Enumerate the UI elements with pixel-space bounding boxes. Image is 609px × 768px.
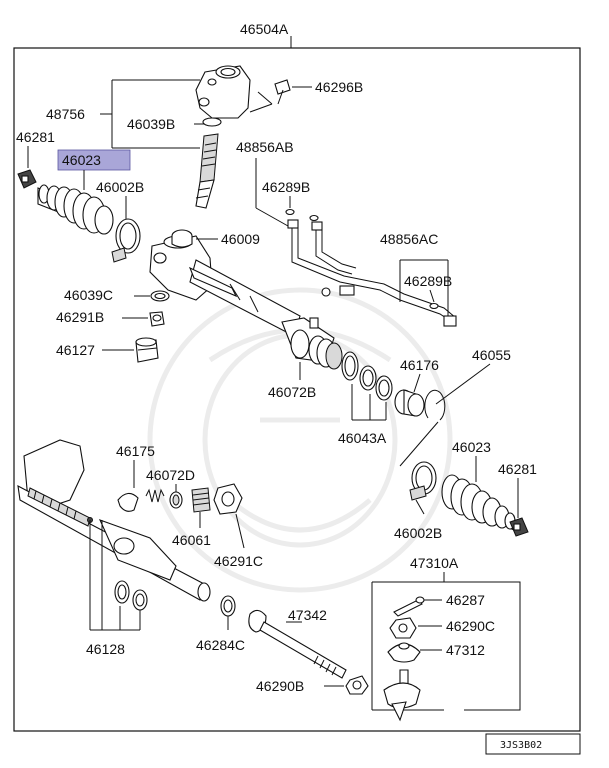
castle-nut	[389, 617, 417, 639]
callout-46043A: 46043A	[338, 430, 387, 446]
callout-46284C: 46284C	[196, 637, 245, 653]
rack-gear-body	[17, 439, 211, 602]
callout-46127: 46127	[56, 342, 95, 358]
bellows-band-left	[111, 218, 141, 263]
housing-bolt	[249, 79, 291, 113]
callout-47312: 47312	[446, 642, 485, 658]
callout-47342: 47342	[288, 607, 327, 623]
drawing-code: 3JS3B02	[500, 740, 542, 751]
seal-46039C	[150, 290, 170, 302]
callout-46290C: 46290C	[446, 618, 495, 634]
bellows-left	[37, 184, 114, 235]
bracket-46128	[89, 520, 141, 631]
callout-46291C: 46291C	[214, 553, 263, 569]
callout-46002B-right: 46002B	[394, 525, 442, 541]
tie-rod-washer	[220, 595, 236, 617]
callout-46039B: 46039B	[127, 116, 175, 132]
callout-46291B: 46291B	[56, 309, 104, 325]
callout-46002B-left: 46002B	[96, 179, 144, 195]
drawing-code-box	[485, 733, 581, 755]
tie-rod-set-box	[372, 581, 521, 711]
cotter-pin	[393, 596, 425, 617]
rack-seal-46072B	[308, 335, 343, 370]
callout-48856AB: 48856AB	[236, 139, 294, 155]
highlight-46023	[57, 149, 131, 171]
callout-46290B: 46290B	[256, 678, 304, 694]
callout-46176: 46176	[400, 357, 439, 373]
callout-46072D: 46072D	[146, 467, 195, 483]
callout-46023-left: 46023	[62, 152, 101, 168]
callout-46061: 46061	[172, 532, 211, 548]
callout-48856AC: 48856AC	[380, 231, 438, 247]
seal-kit-46043A	[341, 351, 393, 401]
pinion-shaft	[195, 117, 222, 209]
end-bushing-46176	[394, 389, 425, 417]
tie-rod-nut	[345, 675, 369, 695]
cap-nut-46127	[135, 337, 159, 363]
yoke-spring-cap	[191, 487, 211, 513]
bellows-right	[441, 474, 516, 531]
plug-bolt-46291B	[149, 311, 165, 327]
callout-47310A: 47310A	[410, 555, 459, 571]
lock-nut-46291C	[213, 483, 243, 515]
callout-48756: 48756	[46, 106, 85, 122]
yoke-spring	[145, 488, 165, 503]
bellows-clip-left	[17, 169, 37, 189]
callout-46175: 46175	[116, 443, 155, 459]
callout-46039C: 46039C	[64, 287, 113, 303]
callout-46289B-a: 46289B	[262, 179, 310, 195]
yoke-seal-46072D	[169, 491, 183, 509]
tie-rod-end	[383, 669, 421, 722]
inner-tie-rod	[248, 609, 347, 679]
callout-46072B: 46072B	[268, 384, 316, 400]
rack-rings-46128	[114, 580, 148, 611]
circlip-46055	[424, 389, 446, 421]
callout-46281-right: 46281	[498, 461, 537, 477]
callout-46287: 46287	[446, 592, 485, 608]
dust-cover	[387, 642, 421, 663]
callout-46055: 46055	[472, 347, 511, 363]
pinion-housing	[195, 65, 251, 119]
pipe-set-a	[287, 219, 457, 327]
callout-46023-right: 46023	[452, 439, 491, 455]
bracket-48756	[100, 79, 205, 149]
yoke-plug-46175	[117, 492, 139, 512]
callout-46281-left: 46281	[16, 129, 55, 145]
callout-46504A: 46504A	[240, 21, 289, 37]
bellows-band-right	[409, 461, 437, 501]
callout-46009: 46009	[221, 231, 260, 247]
oring-a	[285, 208, 295, 216]
bellows-clip-right	[509, 517, 529, 537]
callout-46296B: 46296B	[315, 79, 363, 95]
callout-46289B-b: 46289B	[404, 273, 452, 289]
diagram-frame	[13, 47, 581, 732]
callout-46128: 46128	[86, 641, 125, 657]
rack-bushing	[171, 229, 193, 248]
